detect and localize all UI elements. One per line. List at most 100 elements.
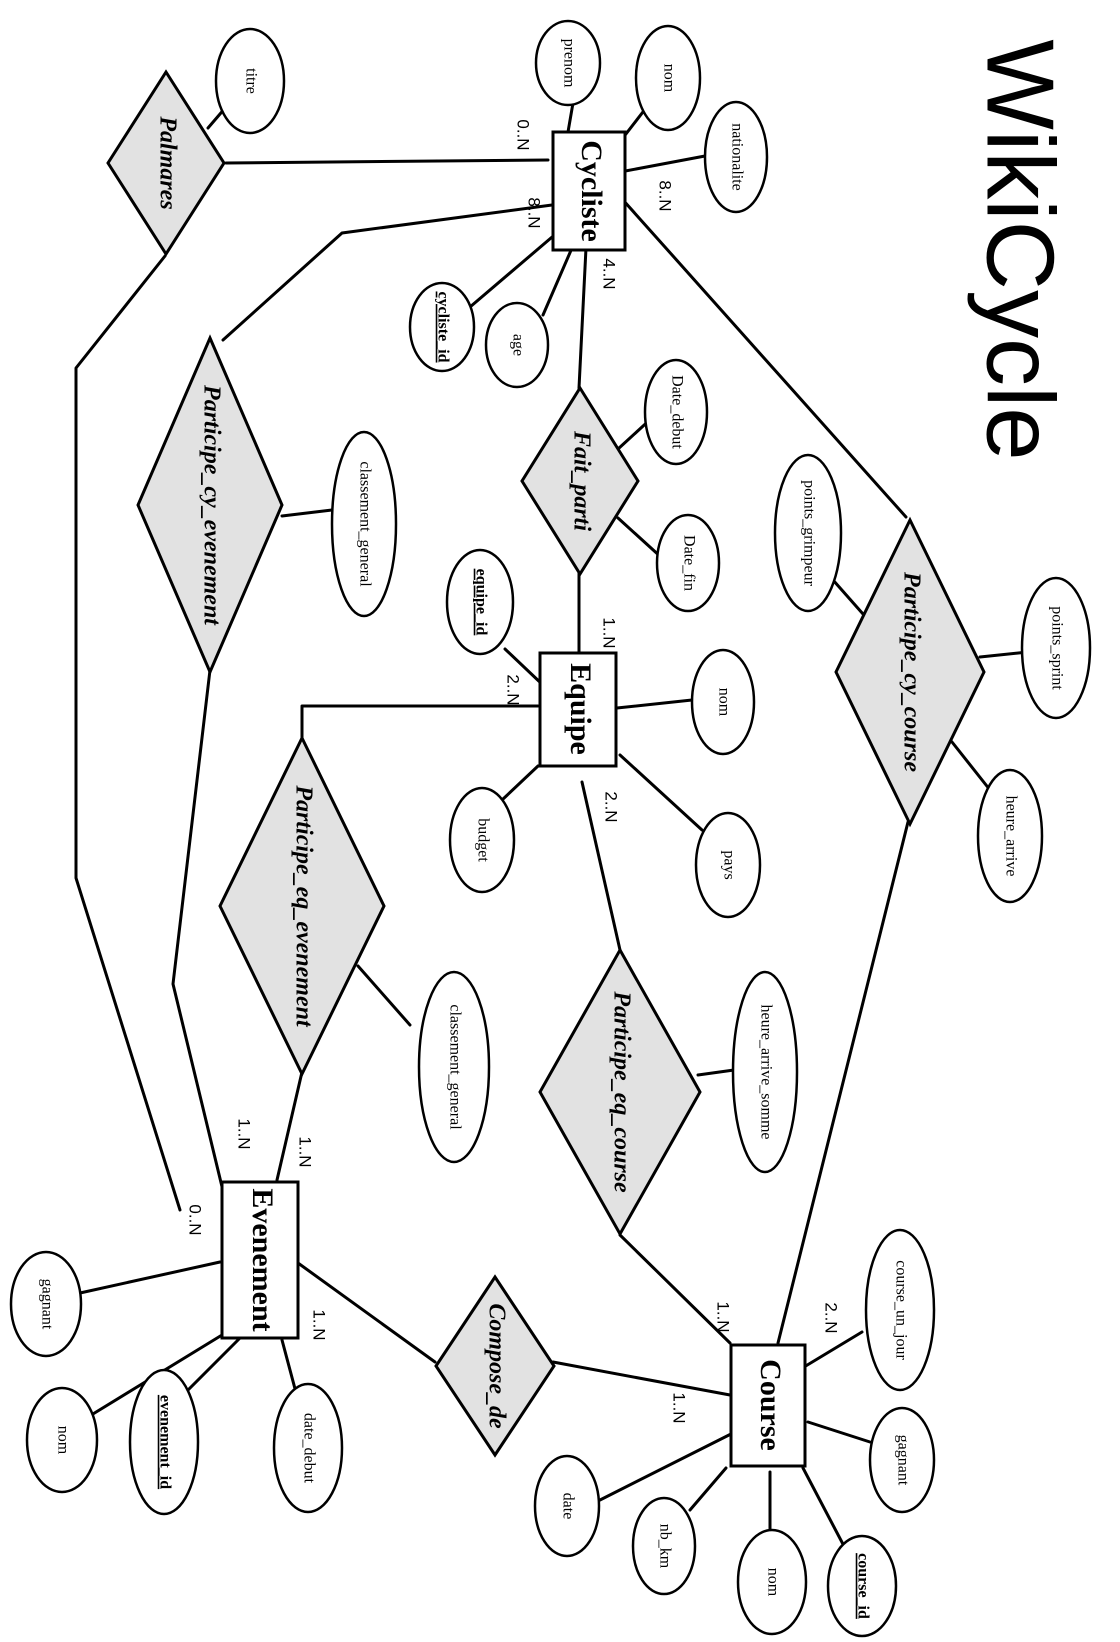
attribute-label: points_grimpeur — [800, 480, 817, 586]
relationship-participe-eq-course[interactable]: Participe_eq_course — [538, 946, 702, 1238]
line-course-gagnant — [806, 1420, 872, 1444]
attribute-course-id[interactable]: course_id — [826, 1534, 898, 1638]
attribute-eq-course-heure-arrive-somme[interactable]: heure_arrive_somme — [731, 970, 799, 1174]
attribute-equipe-id[interactable]: equipe_id — [445, 548, 515, 656]
attribute-label: titre — [242, 68, 259, 94]
entity-label: Cycliste — [575, 140, 608, 242]
cardinality-cycliste-cy-course: 8..N — [656, 180, 675, 211]
attribute-label: prenom — [560, 39, 577, 88]
attribute-label: nom — [660, 64, 677, 93]
attribute-cy-course-points-grimpeur[interactable]: points_grimpeur — [773, 453, 843, 613]
attribute-evenement-date-debut[interactable]: date_debut — [272, 1382, 344, 1514]
line-cy-evenement-evenement — [171, 668, 226, 1197]
line-cy-course-course — [776, 820, 910, 1345]
line-course-un-jour — [802, 1330, 864, 1369]
line-eq-course-heure-arrive-somme — [696, 1068, 736, 1077]
line-equipe-budget — [500, 764, 540, 802]
entity-equipe[interactable]: Equipe — [538, 651, 618, 768]
attribute-equipe-nom[interactable]: nom — [690, 648, 756, 756]
relationship-label: Fait_parti — [568, 430, 594, 531]
attribute-equipe-pays[interactable]: pays — [694, 811, 762, 919]
attribute-course-gagnant[interactable]: gagnant — [868, 1406, 936, 1514]
line-cycliste-cy-evenement — [221, 203, 554, 342]
line-course-id — [801, 1466, 847, 1550]
entity-cycliste[interactable]: Cycliste — [551, 130, 627, 252]
attribute-course-nom[interactable]: nom — [736, 1528, 808, 1636]
attribute-cy-evenement-classement-general[interactable]: classement_general — [330, 430, 398, 618]
line-equipe-eq-course — [580, 780, 622, 952]
cardinalities: 0..N 8..N 8..N 4..N 1..N 2..N 2..N 1..N … — [186, 119, 841, 1423]
attribute-evenement-id[interactable]: evenement_id — [128, 1368, 200, 1516]
attribute-cycliste-nom[interactable]: nom — [634, 24, 702, 132]
attribute-course-date[interactable]: date — [533, 1454, 601, 1558]
cardinality-equipe-fait-parti: 1..N — [600, 617, 619, 648]
line-equipe-id — [503, 647, 546, 688]
attribute-label: cycliste_id — [434, 291, 451, 362]
attribute-equipe-budget[interactable]: budget — [448, 786, 516, 894]
entity-label: Evenement — [246, 1188, 279, 1331]
line-cy-course-points-sprint — [978, 650, 1030, 659]
attribute-cy-course-heure-arrive[interactable]: heure_arrive — [976, 768, 1044, 904]
relationship-compose-de[interactable]: Compose_de — [434, 1274, 556, 1458]
relationship-label: Palmares — [154, 115, 180, 209]
attribute-label: course_id — [854, 1553, 871, 1619]
cardinality-course-compose-de: 1..N — [670, 1392, 689, 1423]
attribute-label: budget — [474, 818, 491, 862]
attribute-label: classement_general — [356, 461, 373, 587]
attribute-label: age — [509, 334, 526, 356]
line-cycliste-age — [541, 246, 574, 317]
attribute-fait-parti-date-fin[interactable]: Date_fin — [655, 513, 721, 613]
line-cy-evenement-classement — [280, 508, 334, 518]
attribute-course-nb-km[interactable]: nb_km — [631, 1496, 697, 1596]
entities: Cycliste Equipe Evenement Course — [220, 130, 807, 1468]
relationship-palmares[interactable]: Palmares — [106, 69, 226, 257]
attribute-label: Date_fin — [680, 535, 697, 591]
attribute-cycliste-prenom[interactable]: prenom — [534, 19, 602, 107]
attribute-cy-course-points-sprint[interactable]: points_sprint — [1020, 576, 1092, 720]
entity-label: Equipe — [564, 663, 597, 755]
attribute-label: gagnant — [894, 1435, 911, 1486]
attribute-label: equipe_id — [472, 569, 489, 636]
relationship-participe-cy-course[interactable]: Participe_cy_course — [834, 516, 986, 828]
relationship-participe-eq-evenement[interactable]: Participe_eq_evenement — [218, 734, 386, 1078]
attribute-evenement-gagnant[interactable]: gagnant — [9, 1250, 83, 1358]
entity-evenement[interactable]: Evenement — [220, 1180, 300, 1340]
attribute-cycliste-nationalite[interactable]: nationalite — [703, 100, 769, 214]
attribute-label: nom — [715, 688, 732, 717]
attribute-label: heure_arrive_somme — [757, 1004, 774, 1139]
relationship-fait-parti[interactable]: Fait_parti — [520, 385, 640, 577]
attribute-eq-evenement-classement-general[interactable]: classement_general — [417, 970, 491, 1164]
entity-course[interactable]: Course — [729, 1343, 807, 1468]
cardinality-course-eq-course: 1..N — [714, 1301, 733, 1332]
line-cycliste-id — [468, 230, 560, 309]
attribute-label: nom — [764, 1568, 781, 1597]
attribute-label: classement_general — [446, 1004, 463, 1130]
attribute-label: heure_arrive — [1002, 796, 1019, 877]
cardinality-cycliste-palmares: 0..N — [514, 119, 533, 150]
attribute-fait-parti-date-debut[interactable]: Date_debut — [643, 358, 709, 466]
line-cycliste-cy-course — [621, 198, 908, 519]
line-cy-course-heure-arrive — [950, 740, 992, 792]
attribute-evenement-nom[interactable]: nom — [25, 1386, 99, 1494]
line-evenement-id — [178, 1336, 242, 1400]
attributes: prenom nom nationalite cycliste_id age t… — [9, 19, 1092, 1638]
attribute-cycliste-id[interactable]: cycliste_id — [408, 281, 476, 373]
relationship-label: Participe_cy_evenement — [198, 384, 224, 626]
line-cy-course-points-grimpeur — [831, 578, 865, 616]
attribute-label: points_sprint — [1048, 606, 1065, 690]
attribute-course-un-jour[interactable]: course_un_jour — [864, 1228, 936, 1392]
relationship-participe-cy-evenement[interactable]: Participe_cy_evenement — [136, 334, 284, 676]
cardinality-evenement-palmares: 0..N — [186, 1204, 205, 1235]
line-eq-evenement-classement — [356, 964, 412, 1027]
line-cycliste-palmares — [224, 158, 550, 165]
relationships: Palmares Fait_parti Participe_cy_eveneme… — [106, 69, 986, 1458]
line-evenement-compose-de — [296, 1261, 437, 1364]
attribute-label: gagnant — [38, 1279, 55, 1330]
cardinality-equipe-eq-course: 2..N — [602, 791, 621, 822]
attribute-cycliste-age[interactable]: age — [484, 301, 550, 389]
cardinality-course-cy-course: 2..N — [822, 1302, 841, 1333]
attribute-label: date — [559, 1493, 576, 1520]
line-course-nb-km — [688, 1466, 728, 1512]
attribute-palmares-titre[interactable]: titre — [214, 27, 286, 135]
line-compose-de-course — [551, 1360, 732, 1397]
